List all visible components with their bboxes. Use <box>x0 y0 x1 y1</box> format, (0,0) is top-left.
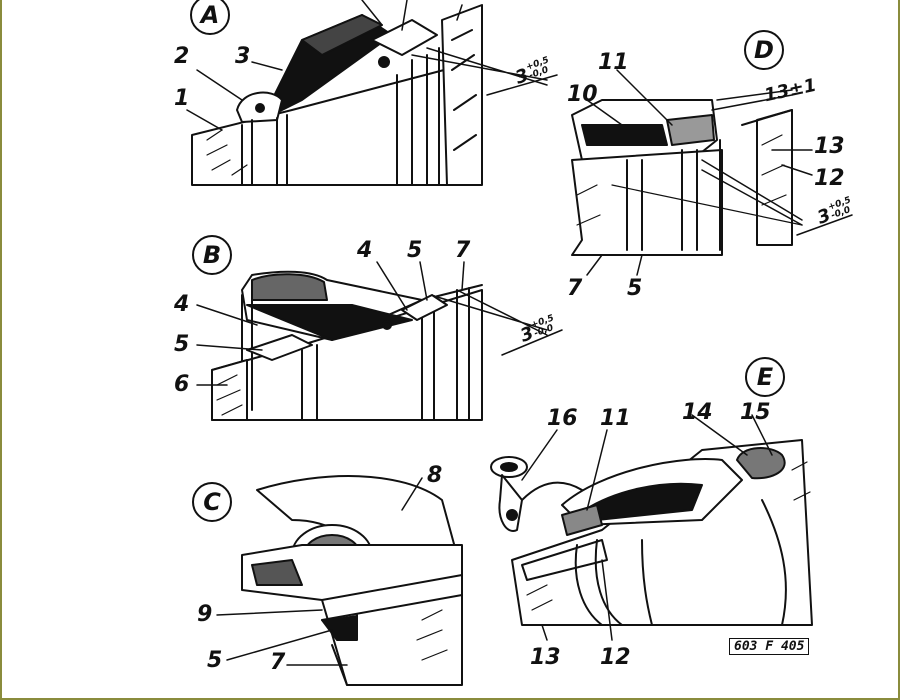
callout-d-11: 11 <box>598 50 629 75</box>
callout-e-15: 15 <box>740 400 771 425</box>
panel-letter-e: E <box>745 357 785 397</box>
drawing-code: 603 F 405 <box>729 638 810 655</box>
callout-b-5-left: 5 <box>174 332 190 357</box>
callout-b-4-left: 4 <box>174 292 190 317</box>
panel-b-drawing <box>196 261 563 421</box>
callout-c-5: 5 <box>207 648 223 673</box>
callout-e-16: 16 <box>547 406 578 431</box>
callout-c-9: 9 <box>197 602 213 627</box>
callout-b-5-top: 5 <box>407 238 423 263</box>
callout-c-7: 7 <box>270 650 286 675</box>
callout-b-7: 7 <box>455 238 471 263</box>
callout-e-12: 12 <box>600 645 631 670</box>
panel-letter-d: D <box>744 30 784 70</box>
panel-letter-a: A <box>190 0 230 35</box>
callout-d-7: 7 <box>567 276 583 301</box>
callout-e-13: 13 <box>530 645 561 670</box>
callout-d-13: 13 <box>814 134 845 159</box>
callout-b-6: 6 <box>174 372 190 397</box>
panel-c-drawing <box>216 475 463 686</box>
callout-d-5: 5 <box>627 276 643 301</box>
panel-letter-b: B <box>192 235 232 275</box>
callout-c-8: 8 <box>427 463 443 488</box>
callout-d-10: 10 <box>567 82 598 107</box>
callout-e-14: 14 <box>682 400 713 425</box>
panel-e-drawing <box>490 414 813 641</box>
callout-d-12: 12 <box>814 166 845 191</box>
panel-a-drawing <box>186 0 558 186</box>
callout-a-1: 1 <box>174 86 190 111</box>
callout-a-2: 2 <box>174 44 190 69</box>
callout-e-11: 11 <box>600 406 631 431</box>
panel-d-drawing <box>571 69 853 276</box>
callout-b-4-top: 4 <box>357 238 373 263</box>
callout-a-3: 3 <box>235 44 251 69</box>
panel-letter-c: C <box>192 482 232 522</box>
